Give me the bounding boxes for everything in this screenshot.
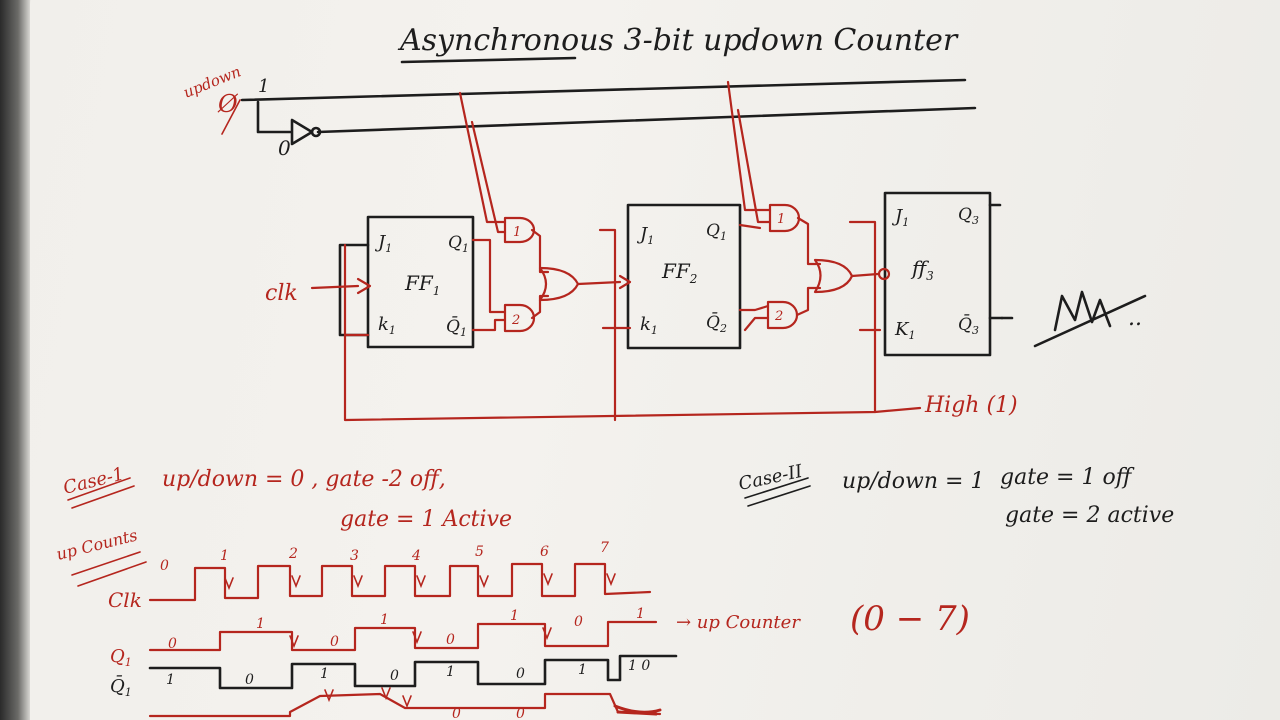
q1bar-val-1: 0 xyxy=(245,672,254,688)
or-gate-b xyxy=(813,258,854,294)
q1bar-end-values: 1 0 xyxy=(628,658,650,674)
inverter-bubble xyxy=(310,126,322,138)
case2-gate-line2: gate = 2 active xyxy=(1005,503,1174,528)
clock-waveform xyxy=(148,562,652,602)
red-wiring: clk High (1) xyxy=(265,80,1018,422)
clk-count-3: 3 xyxy=(350,548,359,564)
count-range: (0 − 7) xyxy=(850,599,970,639)
up-counter-annotation: → up Counter xyxy=(676,612,801,633)
scribble-mark xyxy=(613,704,662,716)
flipflop-3 xyxy=(883,191,992,357)
page-edge-shadow xyxy=(0,0,30,720)
updown-input-value: Ø xyxy=(217,90,239,118)
timing-q1-label: Q1 xyxy=(110,646,132,669)
q2-waveform-partial xyxy=(148,692,662,718)
case2-underline xyxy=(744,477,811,507)
page-title: Asynchronous 3-bit updown Counter xyxy=(397,23,959,58)
ff3-name: ff3 xyxy=(910,256,934,283)
line-one-label: 1 xyxy=(258,76,269,97)
ff2-q: Q1 xyxy=(706,221,727,243)
ff1-labels: J1 k1 Q1 Q̄1 FF1 xyxy=(374,232,469,339)
clk-count-1: 1 xyxy=(220,548,229,564)
and-gate-2a xyxy=(503,303,536,333)
ff2-labels: J1 k1 Q1 Q̄2 FF2 xyxy=(636,221,727,337)
q1-val-0: 0 xyxy=(168,636,177,652)
ff3-q: Q3 xyxy=(958,205,979,227)
q1bar-val-6: 1 xyxy=(578,662,587,678)
case1-line1: up/down = 0 , gate -2 off, xyxy=(162,467,446,492)
or-gate-a xyxy=(538,266,580,302)
inverter xyxy=(290,118,314,146)
clk-count-2: 2 xyxy=(288,546,298,562)
q1bar-val-5: 0 xyxy=(516,666,525,682)
clk-count-4: 4 xyxy=(411,548,421,564)
case1-underline xyxy=(67,477,135,509)
gate-label-1a: 1 xyxy=(513,225,521,240)
signature-dots: .. xyxy=(1128,306,1142,331)
ff1-j: J1 xyxy=(374,232,392,255)
clk-input-label: clk xyxy=(265,281,298,306)
input-branch xyxy=(256,100,292,134)
q1-val-6: 0 xyxy=(574,614,583,630)
ff2-name: FF2 xyxy=(661,259,697,286)
clk-count-7: 7 xyxy=(600,540,609,556)
ff1-q: Q1 xyxy=(448,233,469,255)
clk-count-6: 6 xyxy=(540,544,549,560)
ff1-name: FF1 xyxy=(404,271,440,298)
gate-label-1b: 1 xyxy=(777,212,785,227)
up-counts-label: up Counts xyxy=(54,525,139,563)
case2-gate-line1: gate = 1 off xyxy=(1000,465,1135,490)
q1bar-val-2: 1 xyxy=(320,666,329,682)
ff2-j: J1 xyxy=(636,224,654,247)
q1-val-7: 1 xyxy=(636,606,645,622)
case2-line1: up/down = 1 xyxy=(842,469,984,494)
and-gate-2b xyxy=(766,300,799,330)
case1-line2: gate = 1 Active xyxy=(340,507,512,532)
timing-diagram: up Counts Clk 0 1 2 3 4 5 6 7 Q1 0 1 0 1… xyxy=(54,525,970,720)
ff1-k: k1 xyxy=(378,314,396,337)
ff2-qbar: Q̄2 xyxy=(706,311,727,335)
q1-val-4: 0 xyxy=(446,632,455,648)
title-underline xyxy=(400,56,577,64)
clk-count-5: 5 xyxy=(475,544,484,560)
signature xyxy=(1033,290,1147,348)
line-zero-label: 0 xyxy=(278,136,291,160)
ff1-qbar: Q̄1 xyxy=(446,315,467,339)
q2-partial-zero-a: 0 xyxy=(452,706,461,720)
gate-label-2b: 2 xyxy=(774,309,783,324)
q1bar-val-3: 0 xyxy=(390,668,399,684)
ff3-j: J1 xyxy=(891,206,909,229)
bus-line-down xyxy=(316,106,977,134)
ff3-labels: J1 K1 Q3 Q̄3 ff3 xyxy=(891,205,979,342)
ff3-output-stubs xyxy=(988,203,1004,320)
ff3-qbar: Q̄3 xyxy=(958,313,979,337)
flipflop-1 xyxy=(366,215,475,349)
q1-val-3: 1 xyxy=(380,612,389,628)
gate-label-2a: 2 xyxy=(511,313,520,328)
clk-count-0: 0 xyxy=(160,558,169,574)
q1-val-1: 1 xyxy=(256,616,265,632)
bus-line-up xyxy=(240,78,967,102)
timing-q1bar-label: Q̄1 xyxy=(110,674,132,699)
ff2-k: k1 xyxy=(640,314,658,337)
timing-clk-label: Clk xyxy=(108,588,142,612)
flipflop-2 xyxy=(626,203,742,350)
case1-label: Case-1 xyxy=(61,463,126,498)
q2-partial-zero-b: 0 xyxy=(516,706,525,720)
high-label: High (1) xyxy=(924,393,1018,418)
q1-val-2: 0 xyxy=(330,634,339,650)
input-tick xyxy=(221,99,241,135)
q1bar-val-0: 1 xyxy=(166,672,175,688)
clock-edge-arrows xyxy=(224,573,616,591)
ff3-k: K1 xyxy=(894,319,915,342)
q1bar-val-4: 1 xyxy=(446,664,455,680)
q1bar-waveform xyxy=(148,654,678,690)
q1-val-5: 1 xyxy=(510,608,519,624)
